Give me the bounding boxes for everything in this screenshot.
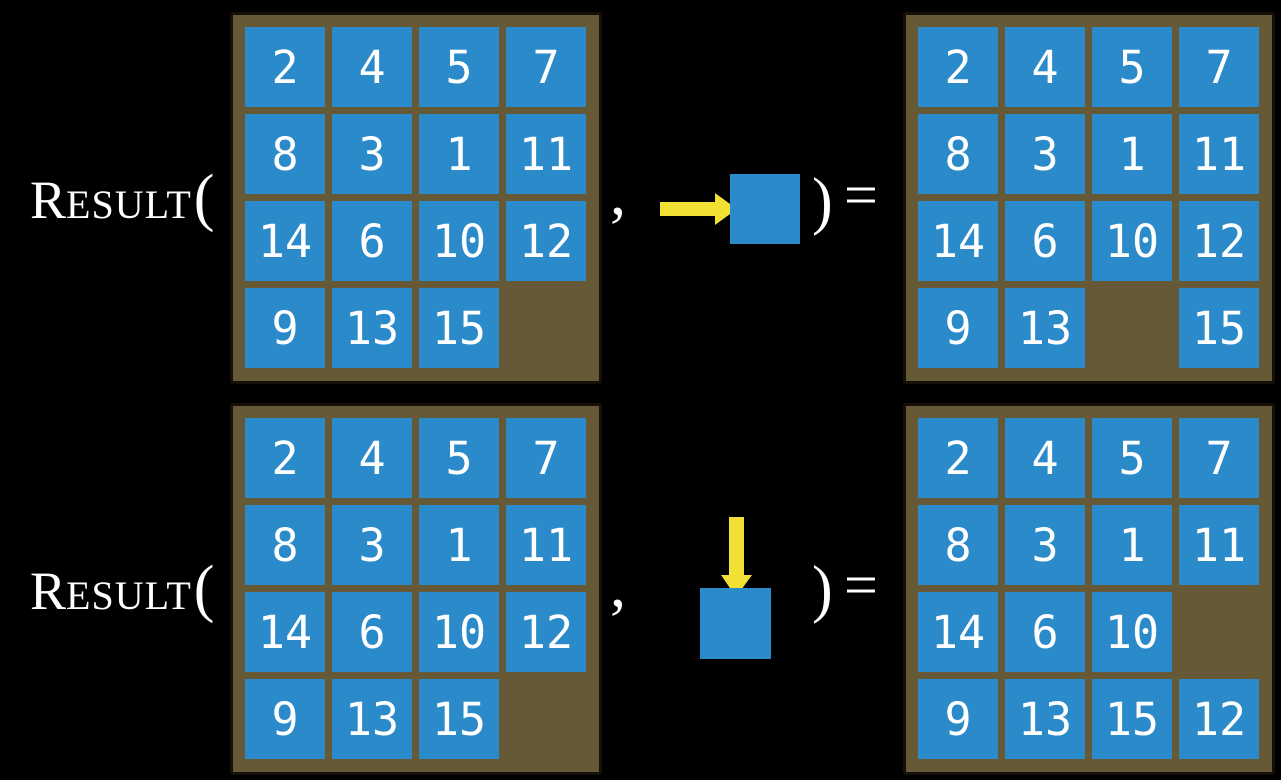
tile-5: 5	[1092, 418, 1172, 498]
tile-4: 4	[1005, 27, 1085, 107]
tile-14: 14	[245, 201, 325, 281]
tile-4: 4	[1005, 418, 1085, 498]
function-name-rest: ESULT	[66, 572, 192, 618]
arrow-shaft	[660, 202, 716, 216]
close-paren: )	[812, 165, 833, 237]
open-paren: (	[193, 552, 215, 624]
tile-4: 4	[332, 418, 412, 498]
tile-14: 14	[918, 201, 998, 281]
tile-11: 11	[506, 114, 586, 194]
tile-8: 8	[245, 114, 325, 194]
open-paren: (	[193, 161, 215, 233]
tile-13: 13	[1005, 679, 1085, 759]
function-name-initial: R	[30, 169, 67, 230]
function-name-rest: ESULT	[66, 181, 192, 227]
tile-9: 9	[245, 288, 325, 368]
tile-10: 10	[1092, 592, 1172, 672]
tile-13: 13	[332, 288, 412, 368]
empty-cell	[506, 679, 586, 759]
tile-15: 15	[1179, 288, 1259, 368]
tile-15: 15	[1092, 679, 1172, 759]
tile-2: 2	[918, 27, 998, 107]
tile-8: 8	[245, 505, 325, 585]
tile-12: 12	[506, 201, 586, 281]
tile-3: 3	[1005, 114, 1085, 194]
comma-separator: ,	[610, 549, 626, 620]
tile-14: 14	[245, 592, 325, 672]
tile-10: 10	[419, 201, 499, 281]
tile-6: 6	[1005, 592, 1085, 672]
tile-6: 6	[332, 592, 412, 672]
close-paren: )	[812, 553, 833, 625]
tile-7: 7	[506, 27, 586, 107]
tile-10: 10	[419, 592, 499, 672]
tile-3: 3	[1005, 505, 1085, 585]
tile-3: 3	[332, 114, 412, 194]
tile-15: 15	[419, 288, 499, 368]
tile-5: 5	[419, 418, 499, 498]
tile-9: 9	[918, 679, 998, 759]
tile-8: 8	[918, 505, 998, 585]
tile-5: 5	[1092, 27, 1172, 107]
tile-11: 11	[1179, 114, 1259, 194]
action-tile	[700, 588, 771, 659]
tile-9: 9	[245, 679, 325, 759]
tile-4: 4	[332, 27, 412, 107]
tile-5: 5	[419, 27, 499, 107]
tile-7: 7	[1179, 418, 1259, 498]
equals-sign: =	[844, 552, 878, 618]
tile-1: 1	[1092, 114, 1172, 194]
tile-2: 2	[245, 418, 325, 498]
tile-11: 11	[1179, 505, 1259, 585]
tile-8: 8	[918, 114, 998, 194]
tile-15: 15	[419, 679, 499, 759]
tile-2: 2	[918, 418, 998, 498]
tile-6: 6	[1005, 201, 1085, 281]
tile-9: 9	[918, 288, 998, 368]
empty-cell	[1179, 592, 1259, 672]
arrow-shaft	[729, 517, 744, 575]
tile-11: 11	[506, 505, 586, 585]
equals-sign: =	[844, 162, 878, 228]
tile-13: 13	[332, 679, 412, 759]
tile-12: 12	[506, 592, 586, 672]
tile-2: 2	[245, 27, 325, 107]
comma-separator: ,	[610, 157, 626, 228]
tile-6: 6	[332, 201, 412, 281]
arrow-down-icon	[721, 517, 752, 597]
tile-12: 12	[1179, 201, 1259, 281]
tile-12: 12	[1179, 679, 1259, 759]
tile-1: 1	[1092, 505, 1172, 585]
tile-14: 14	[918, 592, 998, 672]
action-tile	[730, 174, 800, 244]
tile-10: 10	[1092, 201, 1172, 281]
tile-7: 7	[1179, 27, 1259, 107]
tile-13: 13	[1005, 288, 1085, 368]
tile-3: 3	[332, 505, 412, 585]
tile-1: 1	[419, 505, 499, 585]
function-name-initial: R	[30, 560, 67, 621]
tile-1: 1	[419, 114, 499, 194]
tile-7: 7	[506, 418, 586, 498]
